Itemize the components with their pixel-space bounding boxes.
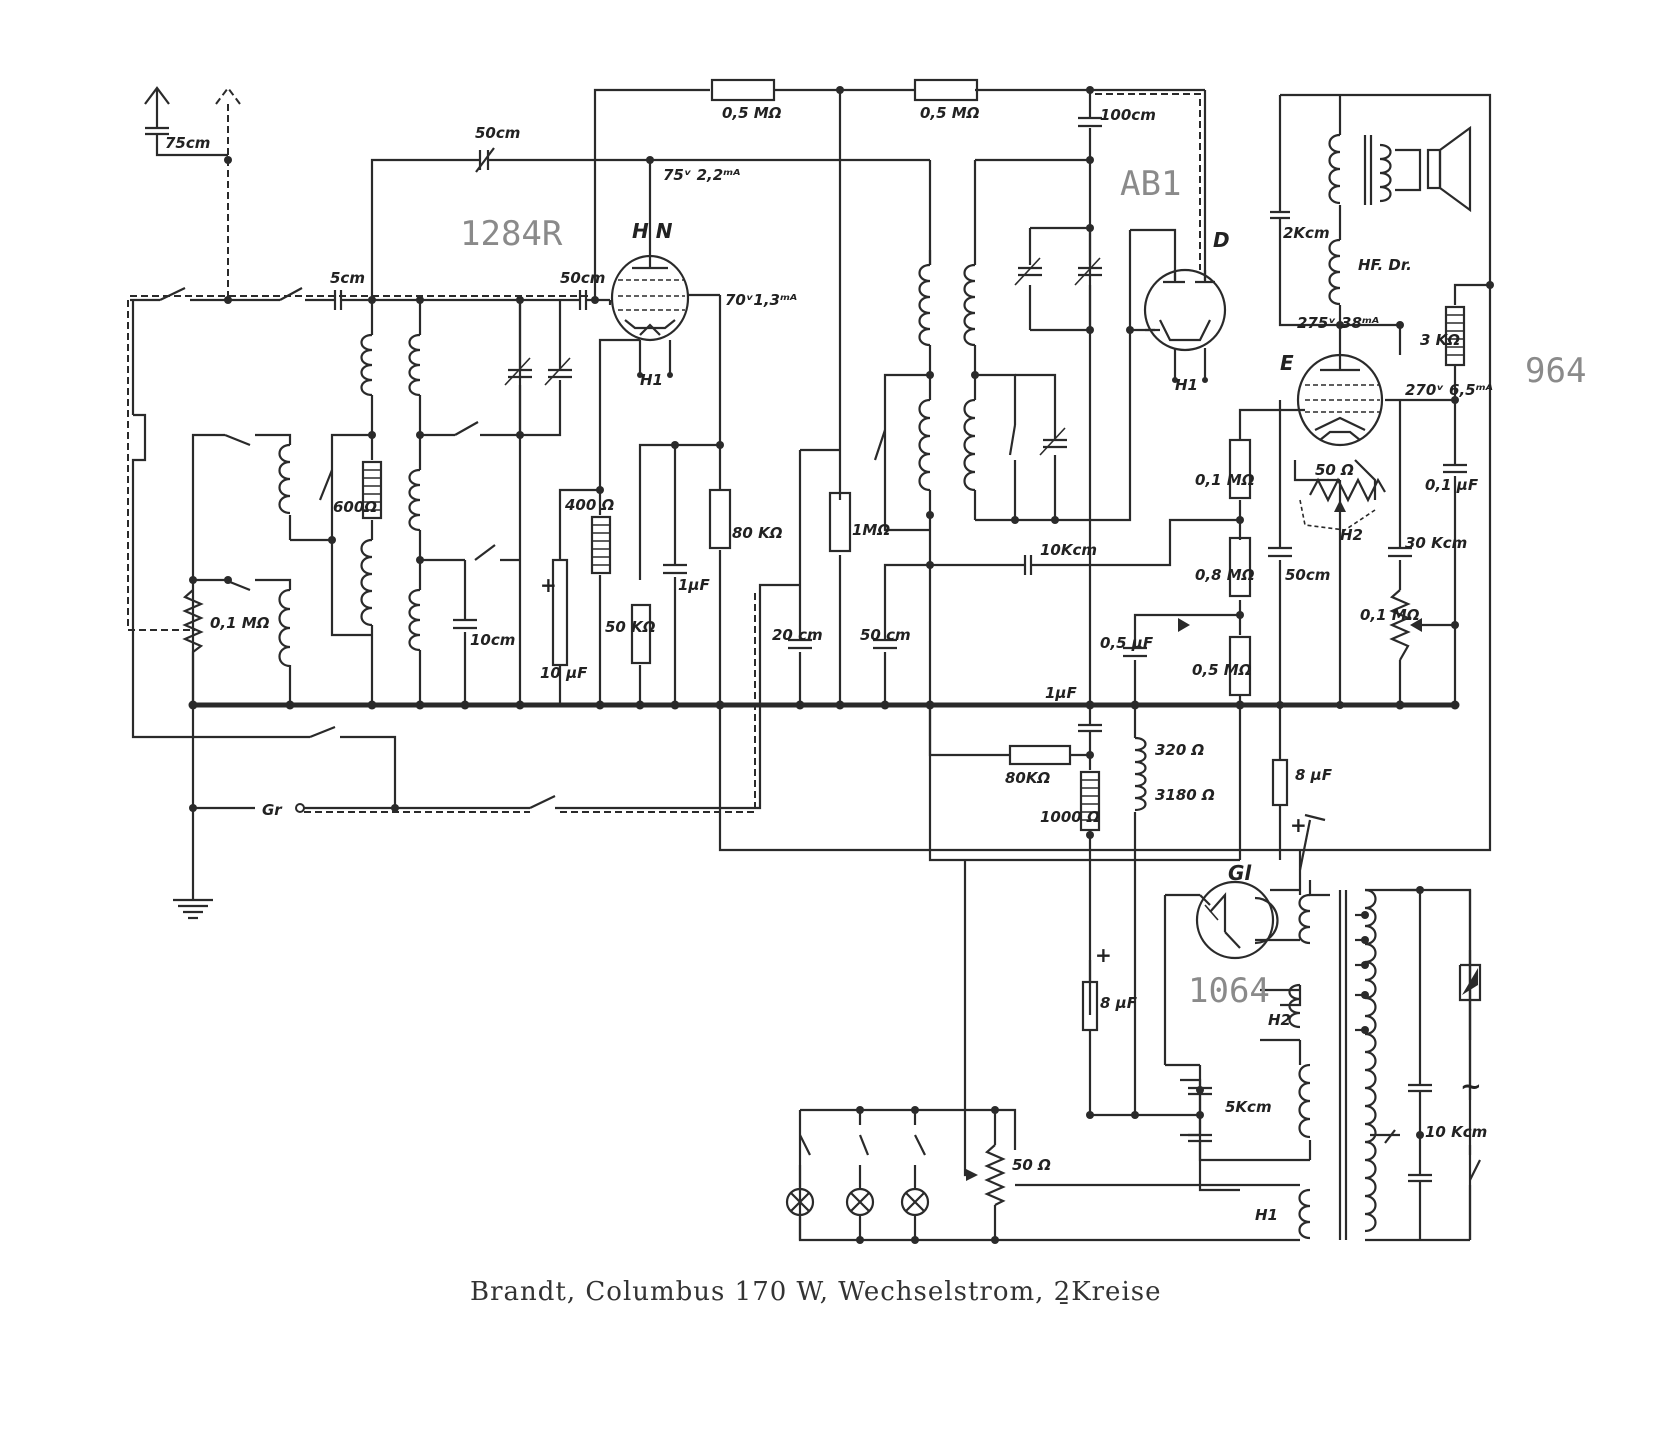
tube-d <box>1143 268 1227 352</box>
label-c-01uf: 0,1 μF <box>1425 476 1479 494</box>
tube-labels: H N D E Gl H1 H1 H1 H2 H2 <box>632 219 1363 1224</box>
label-r-3180: 3180 Ω <box>1155 786 1215 804</box>
label-r-50-pot: 50 Ω <box>1012 1156 1051 1174</box>
label-c-50cm-grid: 50cm <box>560 269 605 287</box>
heater-label-h1a: H1 <box>640 371 663 389</box>
heater-label-h1c: H1 <box>1255 1206 1278 1224</box>
stamp-964: 964 <box>1525 351 1586 391</box>
label-v-75: 75ᵛ 2,2ᵐᴬ <box>663 166 740 184</box>
tube-label-hn: H N <box>632 219 673 243</box>
label-r-01m-e: 0,1 MΩ <box>1195 471 1255 489</box>
tube-hn <box>610 254 720 342</box>
label-r-05m-c: 0,5 MΩ <box>1192 661 1252 679</box>
stamp-1284r: 1284R <box>460 214 563 254</box>
label-c-10uf: 10 μF <box>540 664 588 682</box>
label-r-1m: 1MΩ <box>852 521 890 539</box>
stamp-1064: 1064 <box>1188 971 1270 1011</box>
coils <box>278 133 1392 1240</box>
heater-label-h2a: H2 <box>1340 526 1363 544</box>
label-r-05m-a: 0,5 MΩ <box>722 104 782 122</box>
label-c-8uf-a: 8 μF <box>1295 766 1333 784</box>
tube-e <box>1296 353 1384 447</box>
label-c-10cm: 10cm <box>470 631 515 649</box>
wiring <box>127 86 1494 1244</box>
label-r-600: 600Ω <box>333 498 377 516</box>
label-c-30k: 30 Kcm <box>1405 534 1467 552</box>
label-v-270: 270ᵛ 6,5ᵐᴬ <box>1405 381 1493 399</box>
label-c-20cm: 20 cm <box>772 626 823 644</box>
label-r-50k: 50 KΩ <box>605 618 656 636</box>
stamps: 1284R AB1 964 1064 <box>460 164 1586 1011</box>
label-c-2k: 2Kcm <box>1283 224 1330 242</box>
heater-label-h2b: H2 <box>1268 1011 1291 1029</box>
label-plus-b: + <box>1290 813 1307 837</box>
label-r-08m: 0,8 MΩ <box>1195 566 1255 584</box>
label-c-1uf-a: 1μF <box>678 576 710 594</box>
label-r-3k: 3 KΩ <box>1420 331 1460 349</box>
tube-label-gl: Gl <box>1228 861 1252 885</box>
label-c-8uf-b: 8 μF <box>1100 994 1138 1012</box>
label-c-75cm: 75cm <box>165 134 210 152</box>
label-r-01m-right: 0,1 MΩ <box>1360 606 1420 624</box>
label-r-1000: 1000 Ω <box>1040 808 1100 826</box>
label-c-100cm: 100cm <box>1100 106 1156 124</box>
capacitors <box>453 116 1467 1032</box>
label-r-80k: 80 KΩ <box>732 524 783 542</box>
label-c-5cm: 5cm <box>330 269 365 287</box>
label-v-70: 70ᵛ1,3ᵐᴬ <box>725 291 797 309</box>
label-r-400: 400 Ω <box>564 496 615 514</box>
label-c-50cm-top: 50cm <box>475 124 520 142</box>
component-labels: 0,5 MΩ 0,5 MΩ 100cm 75cm 50cm 75ᵛ 2,2ᵐᴬ … <box>165 104 1493 1174</box>
heater-label-h1b: H1 <box>1175 376 1198 394</box>
label-v-275: 275ᵛ 38ᵐᴬ <box>1297 314 1379 332</box>
label-ac: ~ <box>1460 1072 1482 1102</box>
label-c-05uf: 0,5 μF <box>1100 634 1154 652</box>
label-c-50cm-e: 50cm <box>1285 566 1330 584</box>
label-c-50cm-mid: 50 cm <box>860 626 911 644</box>
tube-label-e: E <box>1280 351 1294 375</box>
label-r-320: 320 Ω <box>1155 741 1205 759</box>
tube-label-d: D <box>1213 228 1230 252</box>
resistors <box>182 78 1466 1206</box>
label-r-80k-b: 80KΩ <box>1005 769 1050 787</box>
label-c-10k: 10Kcm <box>1040 541 1097 559</box>
label-c-1uf-b: 1μF <box>1045 684 1077 702</box>
label-hf-dr: HF. Dr. <box>1358 256 1412 274</box>
junction-dots <box>188 86 1460 710</box>
dial-lamps <box>785 1187 930 1217</box>
loudspeaker-icon <box>1395 125 1472 213</box>
stamp-ab1: AB1 <box>1120 164 1181 204</box>
label-plus-c: + <box>1095 943 1112 967</box>
label-c-5k: 5Kcm <box>1225 1098 1272 1116</box>
diagram-caption: Brandt, Columbus 170 W, Wechselstrom, 2̱… <box>470 1277 1161 1307</box>
label-r-01m-left: 0,1 MΩ <box>210 614 270 632</box>
label-gr: Gr <box>262 801 283 819</box>
label-r-05m-b: 0,5 MΩ <box>920 104 980 122</box>
label-c-10k-b: 10 Kcm <box>1425 1123 1487 1141</box>
tube-gl-rectifier <box>1195 880 1279 960</box>
label-plus-a: + <box>540 573 557 597</box>
label-r-50ohm: 50 Ω <box>1315 461 1354 479</box>
